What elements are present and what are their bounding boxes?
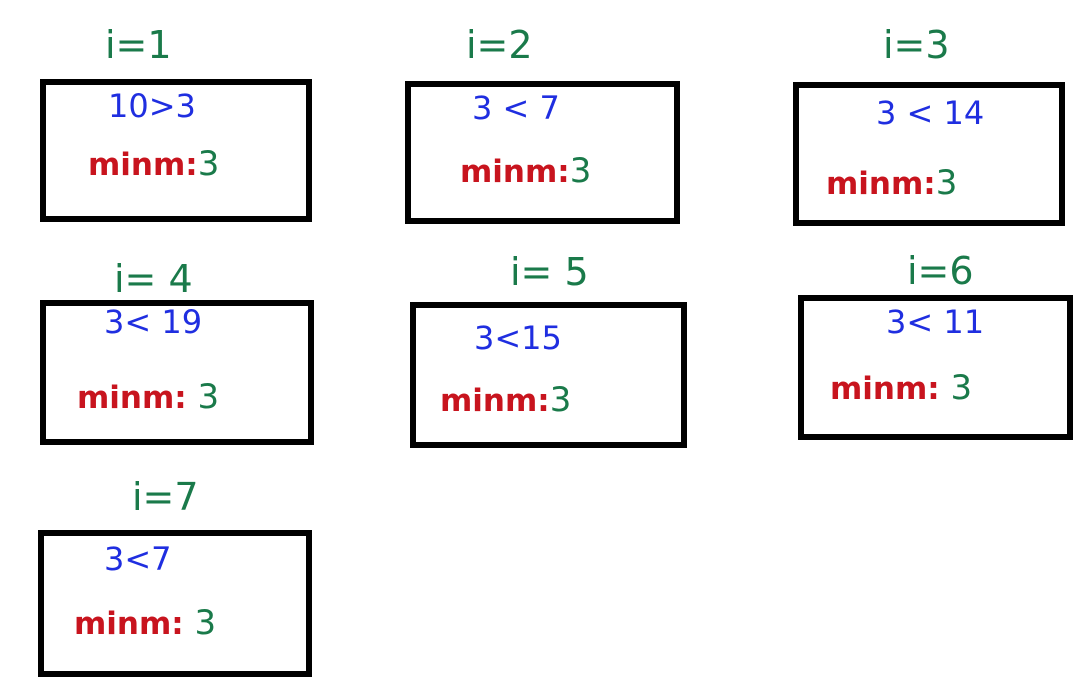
step-box <box>40 300 314 445</box>
comparison-text: 10>3 <box>108 87 196 125</box>
iteration-label: i=3 <box>883 23 950 67</box>
step-box <box>410 302 687 448</box>
min-row: minm:3 <box>440 383 571 417</box>
min-label: minm: <box>826 166 936 202</box>
min-value: 3 <box>549 380 572 420</box>
comparison-text: 3<15 <box>474 319 562 357</box>
step-box <box>798 295 1073 440</box>
min-label: minm: <box>77 380 187 416</box>
min-value: 3 <box>183 603 217 643</box>
min-row: minm: 3 <box>77 380 219 414</box>
comparison-text: 3 < 7 <box>472 89 560 127</box>
step-box <box>405 81 680 224</box>
min-row: minm:3 <box>460 154 591 188</box>
iteration-label: i=2 <box>466 23 533 67</box>
min-label: minm: <box>440 383 550 419</box>
comparison-text: 3< 11 <box>886 303 985 341</box>
min-label: minm: <box>74 606 184 642</box>
min-value: 3 <box>197 144 220 184</box>
step-box <box>40 79 312 222</box>
min-row: minm:3 <box>88 147 219 181</box>
min-value: 3 <box>569 151 592 191</box>
iteration-label: i=1 <box>105 23 172 67</box>
min-label: minm: <box>460 154 570 190</box>
min-value: 3 <box>939 368 973 408</box>
iteration-label: i=6 <box>907 249 974 293</box>
iteration-label: i= 5 <box>510 250 589 294</box>
comparison-text: 3<7 <box>104 540 172 578</box>
min-label: minm: <box>88 147 198 183</box>
step-box <box>793 82 1065 226</box>
step-box <box>38 530 312 677</box>
min-row: minm:3 <box>826 166 957 200</box>
min-value: 3 <box>186 377 220 417</box>
min-row: minm: 3 <box>830 371 972 405</box>
min-value: 3 <box>935 163 958 203</box>
comparison-text: 3< 19 <box>104 303 203 341</box>
comparison-text: 3 < 14 <box>876 94 985 132</box>
min-label: minm: <box>830 371 940 407</box>
iteration-label: i= 4 <box>114 257 193 301</box>
iteration-label: i=7 <box>132 475 199 519</box>
min-row: minm: 3 <box>74 606 216 640</box>
